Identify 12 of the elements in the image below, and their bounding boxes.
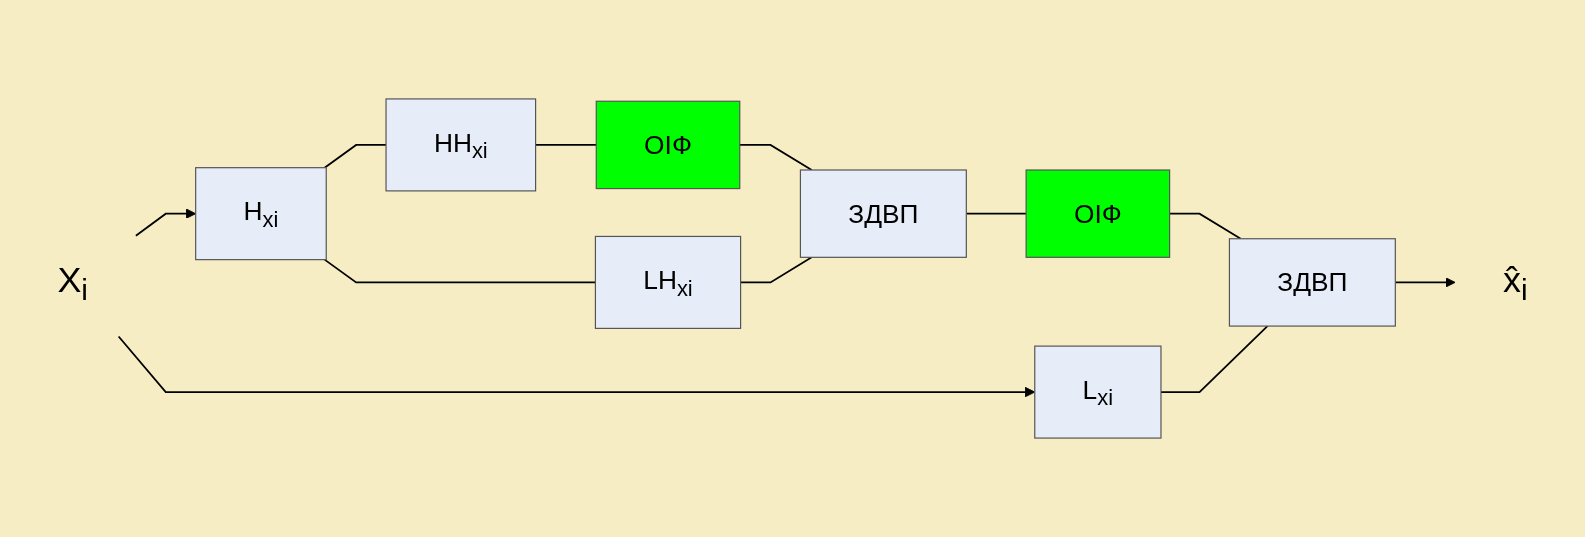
node-box: HH$_{xi}$	[385, 98, 537, 192]
node-text: X$_{i}$	[57, 259, 89, 307]
node-box: L$_{xi}$	[1034, 345, 1162, 439]
node-box: H$_{xi}$	[195, 167, 327, 261]
connector	[1160, 325, 1269, 393]
connector	[323, 144, 387, 169]
node-box: LH$_{xi}$	[594, 235, 742, 329]
node-box: ЗДВП	[799, 169, 967, 258]
node-text: x̂$_{i}$	[1502, 259, 1528, 307]
node-box: ОIФ	[595, 100, 741, 190]
node-box: ЗДВП	[1228, 238, 1396, 327]
node-box: ОIФ	[1025, 169, 1171, 258]
